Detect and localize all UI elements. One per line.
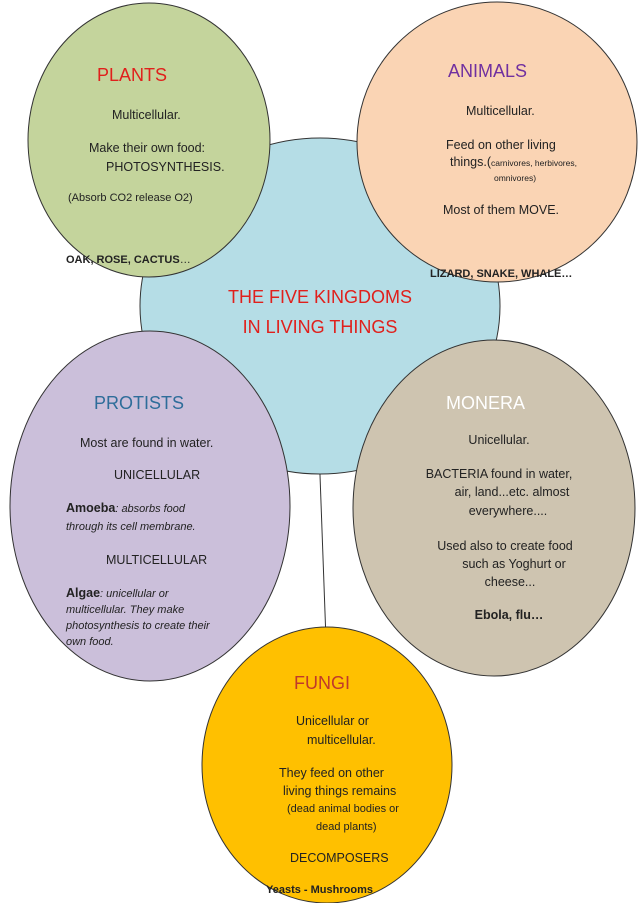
fungi-line4: living things remains	[283, 784, 397, 798]
fungi-line6: dead plants)	[316, 821, 377, 833]
fungi-examples: Yeasts - Mushrooms	[266, 884, 373, 896]
protists-amoeba-bold: Amoeba	[66, 501, 116, 515]
protists-algae-line2: multicellular. They make	[66, 604, 185, 616]
protists-circle	[9, 330, 291, 682]
protists-algae-text1: : unicellular or	[100, 588, 169, 600]
protists-amoeba-line1: Amoeba: absorbs food	[66, 501, 185, 517]
plants-circle	[27, 2, 271, 278]
protists-algae-line1: Algae: unicellular or	[66, 586, 169, 602]
animals-line1: Multicellular.	[466, 104, 535, 118]
protists-line3: MULTICELLULAR	[106, 553, 208, 567]
plants-line4: (Absorb CO2 release O2)	[68, 192, 193, 204]
animals-line3b: carnivores, herbivores,	[491, 158, 577, 168]
monera-line3: air, land...etc. almost	[454, 485, 570, 499]
animals-line5: Most of them MOVE.	[443, 203, 560, 217]
monera-line6: such as Yoghurt or	[462, 557, 566, 571]
fungi-title: FUNGI	[294, 673, 350, 693]
monera-line1: Unicellular.	[468, 433, 530, 447]
plants-line2: Make their own food:	[89, 141, 206, 155]
plants-examples: OAK, ROSE, CACTUS…	[66, 254, 191, 268]
protists-algae-line4: own food.	[66, 636, 114, 648]
protists-amoeba-line2: through its cell membrane.	[66, 521, 196, 533]
protists-line2: UNICELLULAR	[114, 468, 201, 482]
plants-line3: PHOTOSYNTHESIS.	[106, 160, 225, 174]
center-title-line1: THE FIVE KINGDOMS	[227, 287, 413, 307]
monera-circle	[352, 339, 636, 677]
animals-examples: LIZARD, SNAKE, WHALE…	[430, 268, 573, 280]
protists-amoeba-text1: : absorbs food	[115, 503, 186, 515]
animals-line3: things.(carnivores, herbivores,	[450, 155, 577, 171]
monera-line7: cheese...	[484, 575, 536, 589]
monera-examples: Ebola, flu…	[474, 608, 544, 622]
monera-line2: BACTERIA found in water,	[425, 467, 573, 481]
monera-title: MONERA	[446, 393, 526, 413]
protists-algae-line3: photosynthesis to create their	[66, 620, 210, 632]
fungi-line1: Unicellular or	[296, 714, 369, 728]
fungi-line2: multicellular.	[307, 733, 376, 747]
plants-examples-bold: OAK, ROSE, CACTUS	[66, 254, 180, 266]
protists-title: PROTISTS	[94, 393, 185, 413]
plants-examples-tail: …	[179, 254, 191, 266]
animals-line2: Feed on other living	[446, 138, 556, 152]
fungi-line3: They feed on other	[279, 766, 384, 780]
protists-line1: Most are found in water.	[80, 436, 214, 450]
animals-line4: omnivores)	[494, 173, 537, 183]
monera-line4: everywhere....	[468, 504, 548, 518]
center-title-line2: IN LIVING THINGS	[242, 317, 398, 337]
plants-line1: Multicellular.	[112, 108, 181, 122]
animals-line3a: things.(	[450, 155, 491, 169]
animals-circle	[356, 1, 638, 283]
fungi-line7: DECOMPOSERS	[290, 851, 389, 865]
fungi-circle	[201, 626, 453, 903]
plants-title: PLANTS	[97, 65, 168, 85]
animals-title: ANIMALS	[448, 61, 528, 81]
protists-algae-bold: Algae	[66, 586, 101, 600]
monera-line5: Used also to create food	[437, 539, 573, 553]
fungi-line5: (dead animal bodies or	[287, 803, 399, 815]
